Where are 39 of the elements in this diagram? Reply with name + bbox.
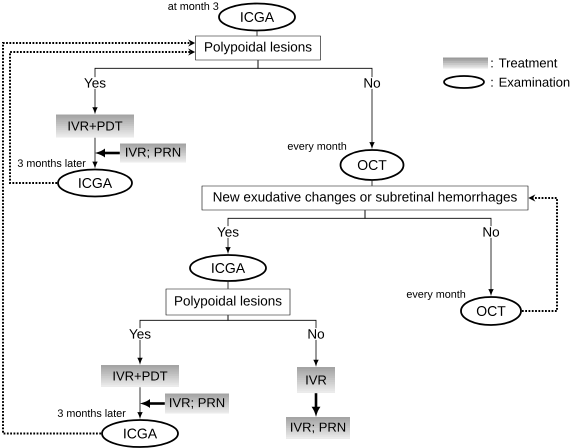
shaded-box: IVR xyxy=(297,367,335,393)
process-box: Polypoidal lesions xyxy=(166,288,290,316)
edge-label: No xyxy=(306,328,326,340)
edge-label: Yes xyxy=(128,328,152,340)
shaded-box: IVR; PRN xyxy=(120,144,186,162)
oval-node: ICGA xyxy=(101,419,179,448)
process-box: New exudative changes or subretinal hemorrhages xyxy=(202,186,528,210)
oval-node: ICGA xyxy=(57,168,133,198)
note-text: 3 months later xyxy=(18,159,86,167)
node-label: IVR; PRN xyxy=(170,398,224,409)
arrow xyxy=(228,314,318,366)
node-label: IVR; PRN xyxy=(291,422,346,434)
node-label: IVR+PDT xyxy=(114,372,168,380)
legend-text: : Examination xyxy=(491,77,570,87)
note-text: 3 months later xyxy=(58,409,126,417)
arrow xyxy=(312,393,320,414)
process-box: Polypoidal lesions xyxy=(195,36,321,60)
arrow xyxy=(258,60,374,148)
oval-node: OCT xyxy=(340,149,404,181)
arrow xyxy=(364,210,494,295)
shaded-box: IVR+PDT xyxy=(56,114,134,138)
arrow xyxy=(142,400,165,408)
node-label: IVR+PDT xyxy=(68,122,122,130)
edge-label: No xyxy=(481,226,501,238)
arrow xyxy=(138,386,142,418)
oval-node: ICGA xyxy=(189,254,267,282)
oval-node: ICGA xyxy=(218,2,296,32)
shaded-box: IVR; PRN xyxy=(286,417,350,439)
edge-label: Yes xyxy=(82,77,108,89)
edge-label: No xyxy=(362,77,382,89)
arrow xyxy=(97,149,120,157)
edge-label: Yes xyxy=(216,226,240,238)
node-label: IVR; PRN xyxy=(126,148,180,158)
note-text: at month 3 xyxy=(168,2,218,10)
shaded-box: IVR; PRN xyxy=(165,394,229,414)
arrow xyxy=(92,137,98,168)
legend-text: : Treatment xyxy=(491,58,558,68)
node-label: IVR xyxy=(306,376,326,384)
shaded-box: IVR+PDT xyxy=(101,365,179,387)
